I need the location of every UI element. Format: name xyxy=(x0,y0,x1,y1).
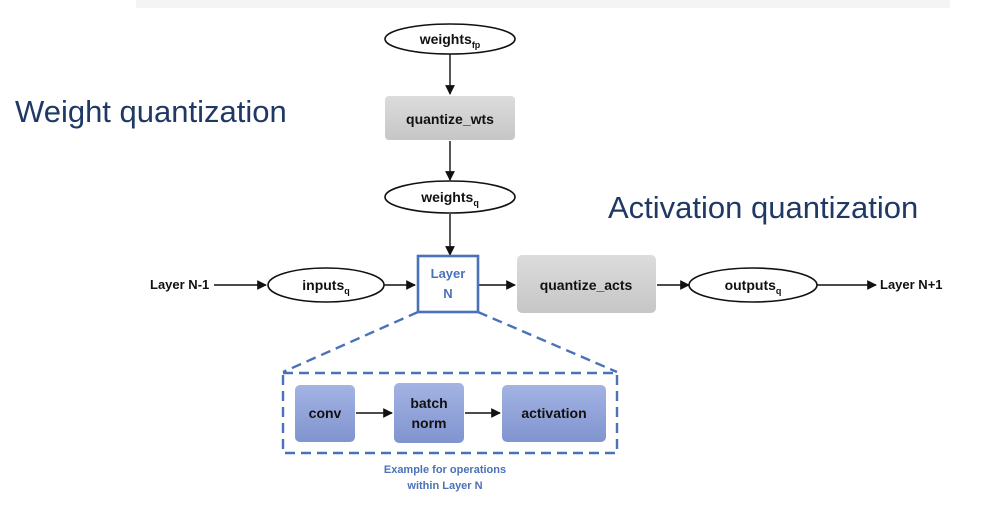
detail-caption-line2: within Layer N xyxy=(406,480,482,492)
batch-norm-label-line1: batch xyxy=(410,395,447,411)
weights-q-node: weightsq xyxy=(384,180,516,214)
quantize-acts-box: quantize_acts xyxy=(517,255,656,313)
activation-label: activation xyxy=(521,405,586,421)
inputs-q-subscript: q xyxy=(344,286,350,296)
detail-caption-line1: Example for operations xyxy=(384,464,506,476)
weight-quantization-heading: Weight quantization xyxy=(15,94,287,129)
svg-text:inputsq: inputsq xyxy=(302,277,350,296)
layer-n-plus-1-label: Layer N+1 xyxy=(880,277,943,292)
inputs-q-label: inputs xyxy=(302,277,344,293)
weights-fp-subscript: fp xyxy=(472,40,481,50)
weights-fp-label: weights xyxy=(419,31,472,47)
quantize-acts-label: quantize_acts xyxy=(540,277,633,293)
inputs-q-node: inputsq xyxy=(267,267,385,303)
svg-text:outputsq: outputsq xyxy=(725,277,782,296)
connectors xyxy=(214,53,877,418)
layer-n-label-line1: Layer xyxy=(431,266,466,281)
layer-n-minus-1-label: Layer N-1 xyxy=(150,277,209,292)
quantize-wts-box: quantize_wts xyxy=(385,96,515,140)
svg-text:weightsq: weightsq xyxy=(420,189,479,208)
layer-n-label-line2: N xyxy=(443,286,452,301)
outputs-q-label: outputs xyxy=(725,277,777,293)
conv-label: conv xyxy=(309,405,342,421)
conv-box: conv xyxy=(295,385,355,442)
batch-norm-box: batch norm xyxy=(394,383,464,443)
quantize-wts-label: quantize_wts xyxy=(406,111,494,127)
activation-quantization-heading: Activation quantization xyxy=(608,190,919,225)
weights-fp-node: weightsfp xyxy=(384,23,516,55)
outputs-q-subscript: q xyxy=(776,286,782,296)
activation-box: activation xyxy=(502,385,606,442)
top-border-strip xyxy=(136,0,950,8)
svg-text:weightsfp: weightsfp xyxy=(419,31,481,50)
zoom-lines xyxy=(282,310,618,374)
layer-n-detail-container xyxy=(281,371,619,455)
batch-norm-label-line2: norm xyxy=(412,415,447,431)
weights-q-label: weights xyxy=(420,189,473,205)
outputs-q-node: outputsq xyxy=(688,267,818,303)
weights-q-subscript: q xyxy=(473,198,479,208)
layer-n-box: Layer N xyxy=(416,254,480,314)
